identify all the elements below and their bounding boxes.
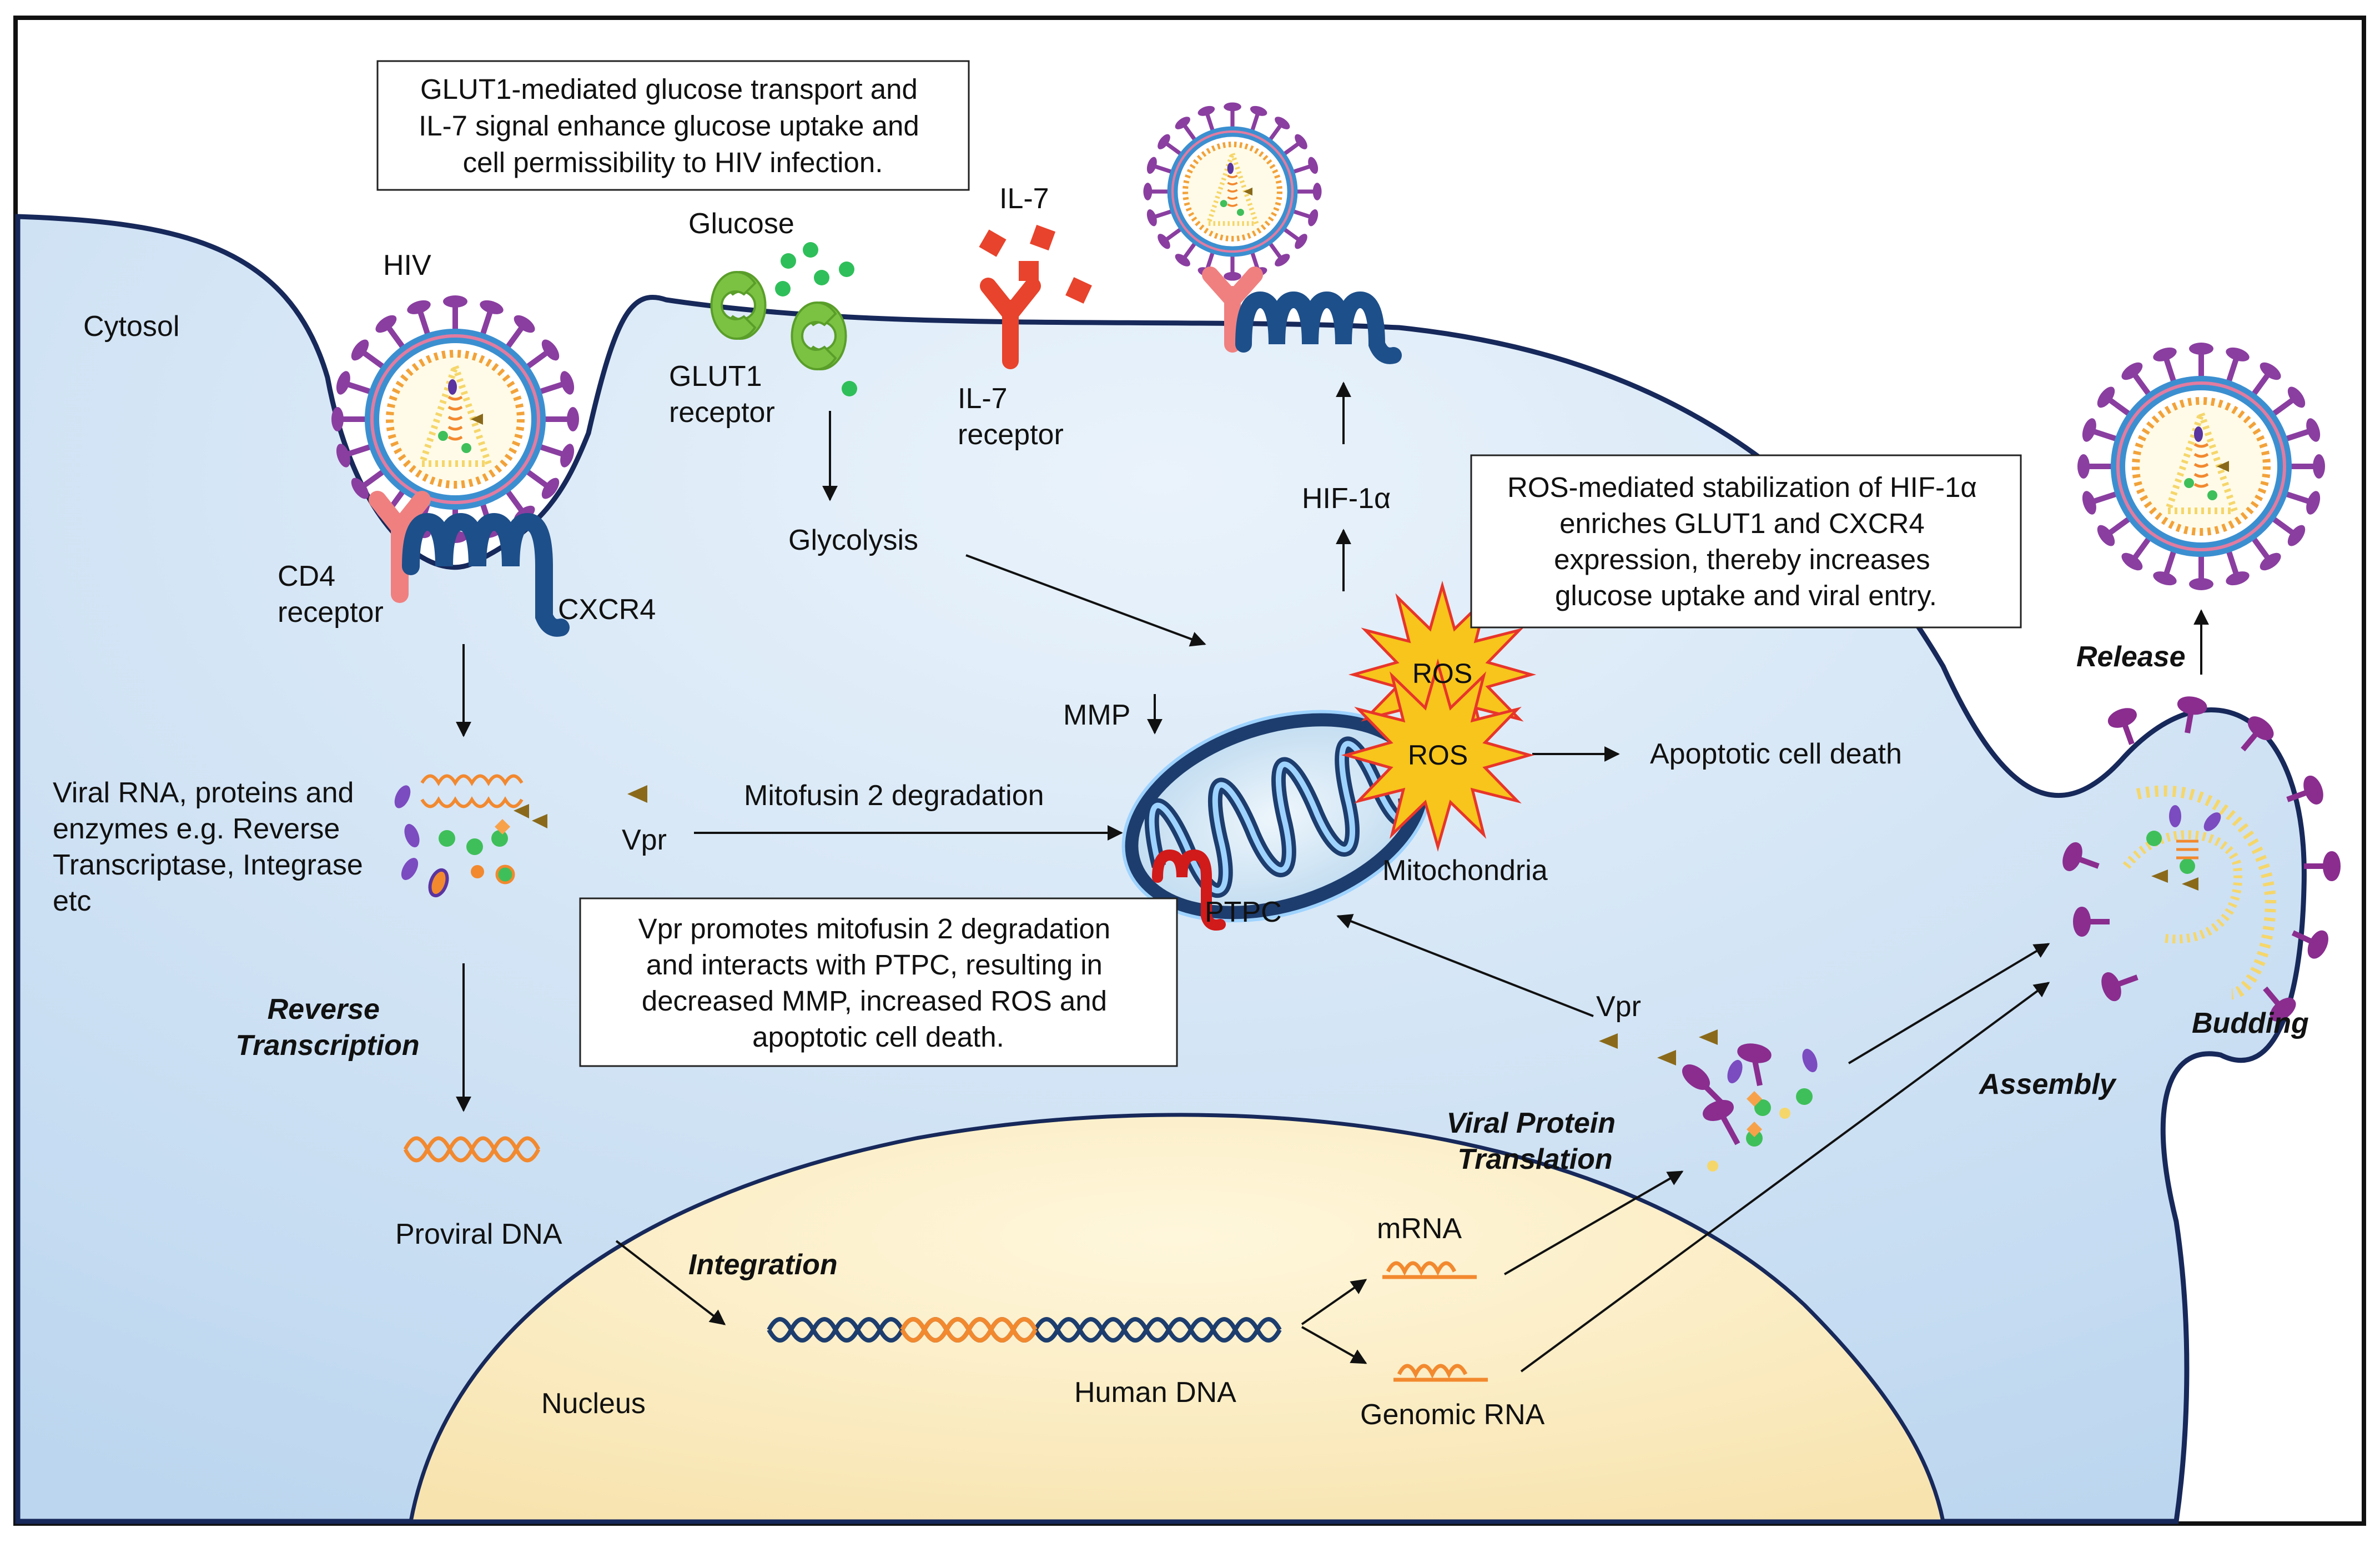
- label-reverse-transcription: Reverse Transcription: [235, 993, 419, 1062]
- translated-proteins-cluster: [1599, 1029, 1818, 1172]
- cd4-receptor-icon: [369, 491, 431, 603]
- vpr-icon-left: [627, 785, 647, 803]
- label-mrna: mRNA: [1377, 1213, 1462, 1245]
- label-glucose: Glucose: [688, 208, 794, 240]
- label-cytosol: Cytosol: [83, 310, 179, 343]
- label-assembly: Assembly: [1978, 1068, 2117, 1100]
- vpr-info-text: Vpr promotes mitofusin 2 degradation and…: [638, 913, 1119, 1053]
- arrow-to-genomic-rna: [1301, 1326, 1367, 1364]
- mrna-strand: [1382, 1261, 1477, 1279]
- arrow-integration: [615, 1240, 726, 1325]
- label-glut1-receptor: GLUT1 receptor: [669, 360, 775, 429]
- glut1-receptor-icon: [710, 271, 847, 370]
- arrow-mrna-to-translation: [1503, 1170, 1684, 1275]
- label-apoptotic-cell-death: Apoptotic cell death: [1650, 738, 1902, 770]
- ros-info-text: ROS-mediated stabilization of HIF-1α enr…: [1507, 471, 1985, 611]
- genomic-rna-strand: [1393, 1364, 1488, 1382]
- label-viral-components: Viral RNA, proteins and enzymes e.g. Rev…: [53, 777, 371, 917]
- arrow-genomic-rna-to-assembly: [1520, 982, 2050, 1373]
- budding-virion: [2062, 696, 2341, 1022]
- proviral-dna-helix: [403, 1136, 541, 1163]
- label-ptpc: PTPC: [1205, 896, 1282, 928]
- label-vpr-right: Vpr: [1596, 991, 1641, 1023]
- label-genomic-rna: Genomic RNA: [1360, 1399, 1545, 1431]
- vpr-info-box: [579, 897, 1178, 1067]
- label-vpr-left: Vpr: [622, 824, 667, 856]
- label-cd4-receptor: CD4 receptor: [278, 560, 384, 629]
- ros-burst-2: [1341, 658, 1535, 852]
- label-mitofusin: Mitofusin 2 degradation: [744, 780, 1044, 812]
- cxcr4-icon: [402, 512, 570, 637]
- ros-info-box: [1470, 454, 2022, 629]
- arrows-layer: [456, 381, 2209, 1373]
- label-mmp: MMP: [1063, 699, 1130, 731]
- label-human-dna: Human DNA: [1074, 1376, 1236, 1409]
- human-dna-helix: [767, 1317, 1282, 1343]
- label-ros-1: ROS: [1412, 658, 1472, 689]
- label-budding: Budding: [2192, 1007, 2309, 1039]
- label-mitochondria: Mitochondria: [1382, 855, 1548, 887]
- label-il7: IL-7: [999, 183, 1049, 215]
- label-hif1a: HIF-1α: [1302, 482, 1391, 515]
- viral-components-cluster: [394, 774, 547, 898]
- cxcr4-top-icon: [1235, 291, 1402, 364]
- label-glycolysis: Glycolysis: [788, 524, 918, 556]
- il7-molecules: [979, 224, 1092, 304]
- label-integration: Integration: [688, 1249, 838, 1281]
- label-il7-receptor: IL-7 receptor: [958, 383, 1064, 451]
- cd4-receptor-top-icon: [1202, 267, 1263, 353]
- il7-receptor-icon: [980, 278, 1041, 369]
- glut1-info-text: GLUT1-mediated glucose transport and IL-…: [419, 73, 927, 178]
- arrow-to-mrna: [1301, 1279, 1367, 1325]
- ptpc-icon: [1152, 849, 1226, 931]
- label-viral-protein-translation: Viral Protein Translation: [1447, 1107, 1624, 1175]
- label-cxcr4: CXCR4: [558, 594, 656, 626]
- label-ros-2: ROS: [1408, 740, 1468, 771]
- arrow-vpr-to-ptpc: [1336, 914, 1594, 1017]
- label-proviral-dna: Proviral DNA: [395, 1218, 562, 1250]
- label-hiv: HIV: [383, 249, 431, 282]
- arrow-proteins-to-assembly: [1848, 943, 2050, 1064]
- glut1-info-box: [376, 60, 970, 191]
- label-release: Release: [2076, 641, 2186, 673]
- label-nucleus: Nucleus: [541, 1388, 646, 1420]
- glucose-molecules: [775, 242, 857, 396]
- arrow-glycolysis-to-mitochondria: [965, 554, 1206, 647]
